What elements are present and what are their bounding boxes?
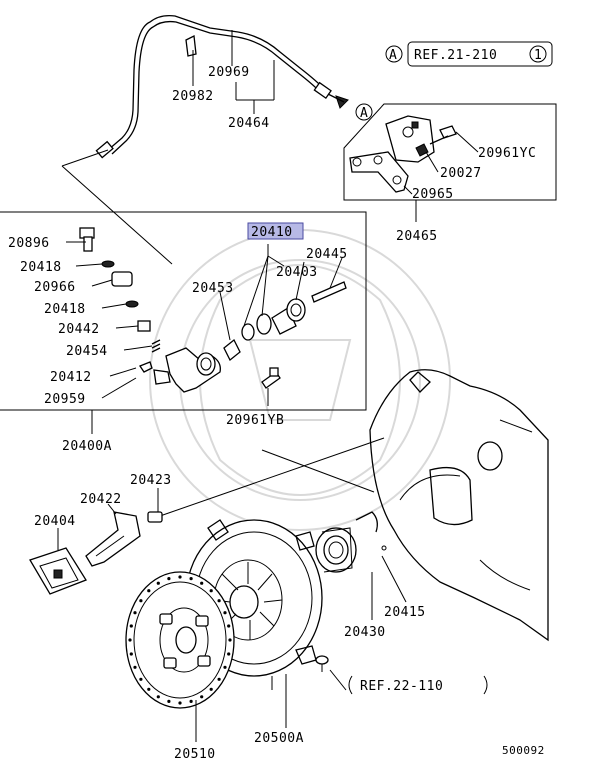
fork-leaders xyxy=(57,488,159,550)
cap-20418-b[interactable] xyxy=(125,300,139,308)
disc-rivet-hole xyxy=(156,581,160,585)
dowel-pin[interactable] xyxy=(315,655,329,672)
callout-20422: 20422 xyxy=(80,492,122,507)
callout-20415: 20415 xyxy=(384,605,426,620)
leader-line-fitting xyxy=(61,149,109,167)
callout-20418-b: 20418 xyxy=(44,302,86,317)
bleeder-screw[interactable] xyxy=(79,227,95,252)
disc-rivet-hole xyxy=(133,611,137,615)
ref-21-210-number: 1 xyxy=(534,48,542,63)
disc-rivet-hole xyxy=(139,599,143,603)
disc-rivet-hole xyxy=(133,665,137,669)
disc-rivet-hole xyxy=(189,577,193,581)
callout-20464: 20464 xyxy=(228,116,270,131)
disc-rivet-hole xyxy=(128,638,132,642)
callout-20961YB: 20961YB xyxy=(226,413,284,428)
release-cylinder-box xyxy=(0,211,367,434)
cap-20418[interactable] xyxy=(101,260,115,268)
ref-21-210[interactable]: A REF.21-210 1 xyxy=(385,41,553,67)
disc-rivet-hole xyxy=(227,624,231,628)
arrow-a-marker: A xyxy=(355,103,373,121)
disc-rivet-hole xyxy=(209,589,213,593)
clutch-hydraulic-line[interactable] xyxy=(95,14,332,159)
callout-20969: 20969 xyxy=(208,65,250,80)
callout-20027: 20027 xyxy=(440,166,482,181)
pivot-20423[interactable] xyxy=(147,511,163,523)
disc-rivet-hole xyxy=(189,699,193,704)
disc-rivet-hole xyxy=(156,695,160,699)
leader-fork-housing xyxy=(159,437,385,517)
callout-20510: 20510 xyxy=(174,747,216,762)
callout-20445: 20445 xyxy=(306,247,348,262)
callout-20965: 20965 xyxy=(412,187,454,202)
arrow-a-label: A xyxy=(360,106,368,121)
callout-20453: 20453 xyxy=(192,281,234,296)
disc-rivet-hole xyxy=(217,599,221,603)
clip-20415[interactable] xyxy=(355,511,387,551)
bracket-assembly-box xyxy=(343,103,557,222)
callout-20442: 20442 xyxy=(58,322,100,337)
clutch-disc-20510[interactable] xyxy=(125,571,235,709)
callout-20966: 20966 xyxy=(34,280,76,295)
seal-kit-20410[interactable] xyxy=(223,281,347,362)
bearing-leaders xyxy=(371,555,407,620)
flow-arrow xyxy=(327,93,349,109)
nut-20442[interactable] xyxy=(137,320,151,332)
disc-rivet-hole xyxy=(228,638,232,642)
highlight-20410 xyxy=(247,222,304,240)
disc-rivet-hole xyxy=(167,699,171,704)
callout-20961YC: 20961YC xyxy=(478,146,536,161)
disc-rivet-hole xyxy=(147,589,151,593)
transmission-housing xyxy=(369,369,549,642)
cylinder-leaders xyxy=(66,241,343,406)
top-leaders xyxy=(192,38,275,114)
callout-20454: 20454 xyxy=(66,344,108,359)
disc-rivets xyxy=(128,575,232,705)
bolt-20961YB[interactable] xyxy=(261,367,281,389)
disc-rivet-hole xyxy=(200,581,204,585)
callout-20500A: 20500A xyxy=(254,731,304,746)
disc-rivet-hole xyxy=(200,695,204,699)
bottom-leaders xyxy=(195,669,347,742)
boot-20404[interactable] xyxy=(29,547,87,595)
leader-line-fitting-2 xyxy=(61,165,173,265)
callout-20430: 20430 xyxy=(344,625,386,640)
disc-rivet-hole xyxy=(217,677,221,681)
disc-rivet-hole xyxy=(167,577,171,581)
callout-20418-a: 20418 xyxy=(20,260,62,275)
hose-20966[interactable] xyxy=(111,271,133,287)
callout-20412: 20412 xyxy=(50,370,92,385)
ref-22-110[interactable]: REF.22-110 xyxy=(348,675,488,695)
ref-21-210-text: REF.21-210 xyxy=(414,48,497,63)
ref-circle-a: A xyxy=(389,48,397,63)
disc-rivet-hole xyxy=(139,677,143,681)
callout-20404: 20404 xyxy=(34,514,76,529)
callout-20959: 20959 xyxy=(44,392,86,407)
disc-rivet-hole xyxy=(147,687,151,691)
disc-rivet-hole xyxy=(178,701,182,705)
release-bearing-20430[interactable] xyxy=(315,527,357,573)
callout-20423: 20423 xyxy=(130,473,172,488)
spring-20454[interactable] xyxy=(151,339,161,353)
disc-rivet-hole xyxy=(129,652,133,656)
callout-20982: 20982 xyxy=(172,89,214,104)
callout-20410[interactable]: 20410 xyxy=(251,225,293,240)
disc-rivet-hole xyxy=(223,665,227,669)
callout-20400A: 20400A xyxy=(62,439,112,454)
callout-20403: 20403 xyxy=(276,265,318,280)
release-fork-20422[interactable] xyxy=(85,511,141,567)
ref-22-110-text: REF.22-110 xyxy=(360,679,443,694)
disc-rivet-hole xyxy=(178,575,182,579)
disc-rivet-hole xyxy=(129,624,133,628)
callout-20465: 20465 xyxy=(396,229,438,244)
cylinder-body[interactable] xyxy=(139,347,221,393)
diagram-number: 500092 xyxy=(502,744,545,757)
disc-rivet-hole xyxy=(227,652,231,656)
callout-20896: 20896 xyxy=(8,236,50,251)
disc-rivet-hole xyxy=(209,687,213,691)
leader-housing xyxy=(261,449,375,493)
disc-rivet-hole xyxy=(223,611,227,615)
